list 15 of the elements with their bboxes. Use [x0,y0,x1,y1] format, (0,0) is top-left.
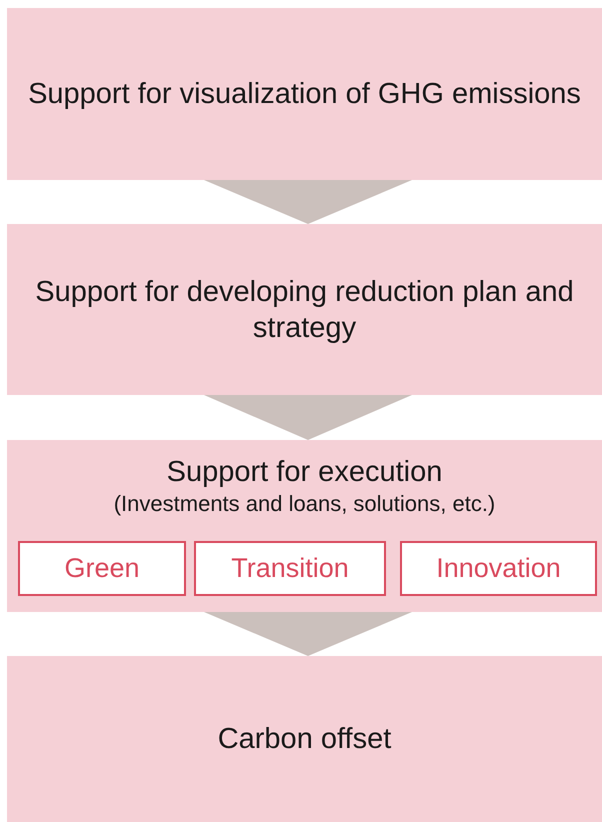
chevron-arrow [204,395,412,440]
stage-title: Support for execution [166,455,442,490]
chevron-arrow [204,612,412,656]
category-box: Transition [194,541,386,596]
stage-title: Carbon offset [218,722,392,757]
category-box: Green [18,541,186,596]
stage-box [7,8,602,180]
stage-title: Support for visualization of GHG emissions [28,77,581,112]
category-box: Innovation [400,541,597,596]
stage-box [7,224,602,395]
stage-title: Support for developing reduction plan and strategy [34,274,575,346]
chevron-arrow [204,180,412,224]
stage-box [7,440,602,612]
stage-box [7,656,602,822]
stage-note: (Investments and loans, solutions, etc.) [114,490,496,518]
